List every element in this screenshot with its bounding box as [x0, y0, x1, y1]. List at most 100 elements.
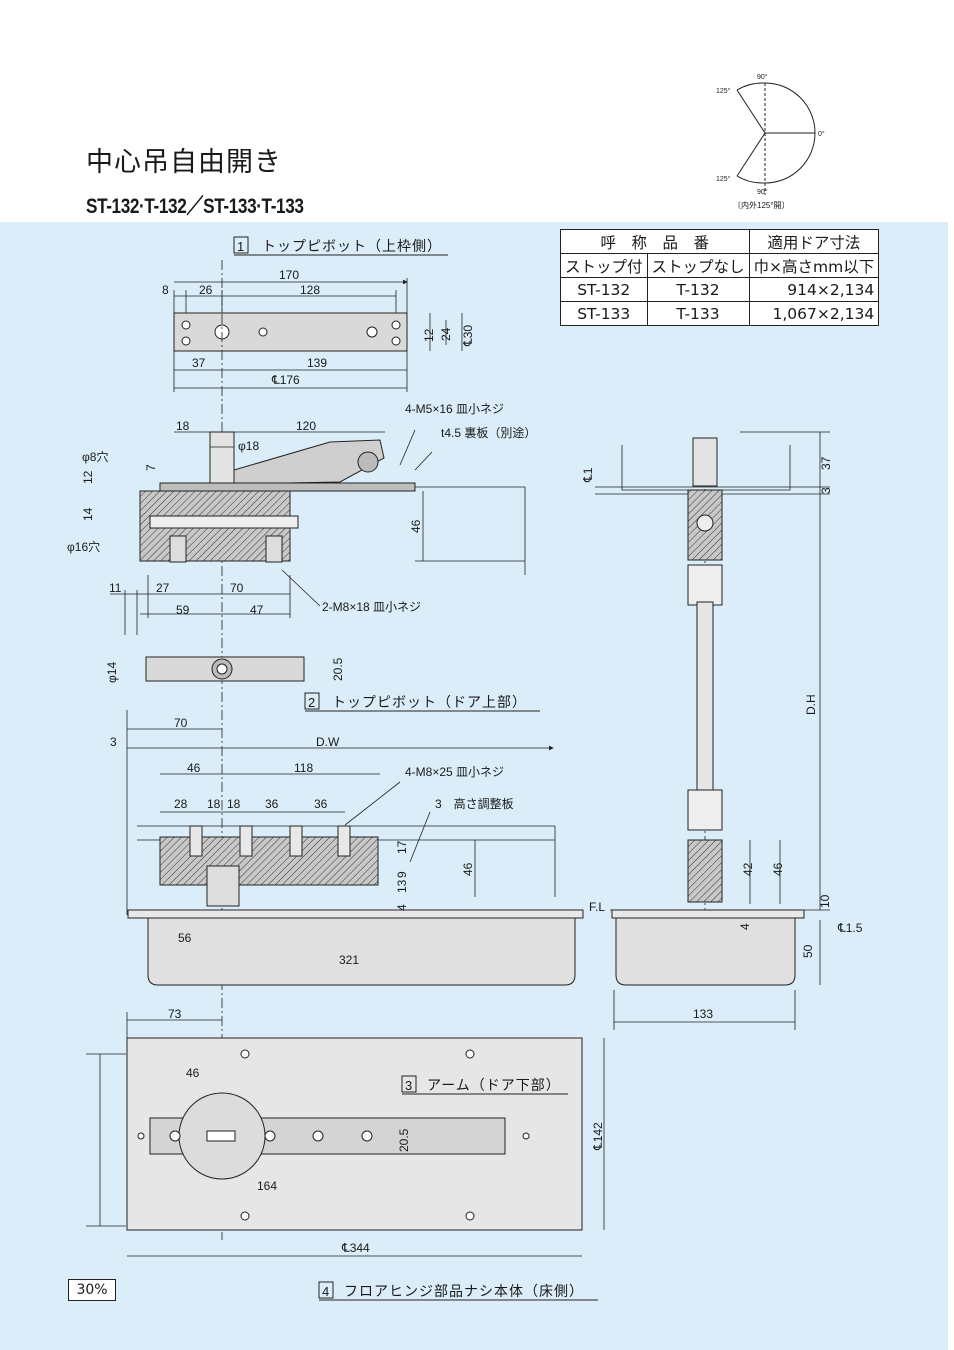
- dim-170: 170: [279, 268, 299, 282]
- dim-37b: 37: [819, 456, 833, 470]
- section-4-label: フロアヒンジ部品ナシ本体（床側）: [344, 1283, 584, 1299]
- dim-24: 24: [439, 327, 453, 341]
- col-without-stop: ストップなし: [646, 253, 750, 278]
- cell-size: 1,067×2,134: [748, 301, 880, 326]
- col-size-unit: 巾×高さmm以下: [748, 253, 880, 278]
- dim-118: 118: [294, 761, 313, 775]
- table-row: ST-133 T-133 1,067×2,134: [560, 301, 880, 326]
- cell-without-stop: T-132: [646, 277, 750, 302]
- dim-8: 8: [162, 283, 169, 297]
- spec-subheader-row: ストップ付 ストップなし 巾×高さmm以下: [560, 253, 880, 278]
- top-pivot-door-part: [145, 656, 305, 682]
- label-fl: F.L: [589, 900, 605, 914]
- dim-73: 73: [168, 1007, 182, 1021]
- header-door-size: 適用ドア寸法: [748, 229, 880, 254]
- dim-dh: D.H: [804, 694, 818, 715]
- dim-46a: 46: [409, 519, 423, 533]
- dim-18a: 18: [176, 419, 190, 433]
- top-pivot-plate-plan: [173, 312, 408, 352]
- dim-4a: 4: [395, 904, 409, 911]
- dim-17: 17: [395, 840, 409, 854]
- dim-37: 37: [192, 356, 206, 370]
- dim-r1: ℄1: [581, 467, 595, 483]
- dim-164: 164: [257, 1179, 277, 1193]
- dim-12b: 12: [81, 470, 95, 484]
- cell-with-stop: ST-133: [560, 301, 648, 326]
- angle-caption: 〔内外125°開〕: [733, 200, 790, 210]
- cell-with-stop: ST-132: [560, 277, 648, 302]
- screw-m8b: 4-M8×25 皿小ネジ: [405, 765, 504, 779]
- dim-phi8-hole: φ8穴: [82, 449, 108, 464]
- dim-344: ℄344: [341, 1241, 370, 1255]
- floor-hinge-plan: [126, 1037, 583, 1231]
- side-view: [611, 437, 805, 986]
- dim-3b: 3: [819, 487, 833, 494]
- angle-125-upper: 125°: [716, 87, 731, 95]
- dim-139: 139: [307, 356, 327, 370]
- dim-9: 9: [395, 871, 409, 878]
- dim-120: 120: [296, 419, 316, 433]
- cell-without-stop: T-133: [646, 301, 750, 326]
- dim-20-5a: 20.5: [331, 657, 345, 681]
- dim-142: ℄142: [591, 1122, 605, 1151]
- header-product-number: 呼 称 品 番: [560, 229, 750, 254]
- dim-11: 11: [109, 581, 122, 595]
- dim-59: 59: [176, 603, 190, 617]
- dim-dw: D.W: [316, 735, 340, 749]
- section-4-number: 4: [322, 1284, 329, 1299]
- section-3-label: アーム（ドア下部）: [427, 1077, 561, 1093]
- dim-3: 3: [110, 735, 117, 749]
- dim-36a: 36: [265, 797, 279, 811]
- dim-50: 50: [801, 944, 815, 958]
- dim-r1-5: ℄1.5: [837, 921, 863, 935]
- scale-badge: 30%: [68, 1279, 116, 1301]
- dim-321: 321: [339, 953, 359, 967]
- dim-46c: 46: [461, 862, 475, 876]
- angle-125-lower: 125°: [716, 175, 731, 183]
- dim-128: 128: [300, 283, 320, 297]
- dim-26: 26: [199, 283, 213, 297]
- dim-12a: 12: [422, 328, 436, 342]
- dim-phi14: φ14: [105, 662, 119, 683]
- dim-18c: 18: [227, 797, 241, 811]
- spec-header-row: 呼 称 品 番 適用ドア寸法: [560, 229, 880, 254]
- screw-m5: 4-M5×16 皿小ネジ: [405, 402, 504, 416]
- dim-14: 14: [81, 507, 95, 521]
- top-pivot-elevation: [139, 431, 416, 563]
- cell-size: 914×2,134: [748, 277, 880, 302]
- floor-hinge-elevation: [127, 825, 584, 986]
- dim-46b: 46: [187, 761, 201, 775]
- col-with-stop: ストップ付: [560, 253, 648, 278]
- dim-20-5b: 20.5: [397, 1128, 411, 1152]
- spec-table: 呼 称 品 番 適用ドア寸法 ストップ付 ストップなし 巾×高さmm以下 ST-…: [560, 229, 880, 326]
- dim-47: 47: [250, 603, 264, 617]
- section-1-number: 1: [237, 239, 244, 254]
- model-subtitle: ST-132·T-132／ST-133·T-133: [86, 195, 304, 218]
- screw-m8a: 2-M8×18 皿小ネジ: [322, 600, 421, 614]
- dim-46e: 46: [771, 862, 785, 876]
- section-3-number: 3: [405, 1078, 412, 1093]
- section-1-label: トップピボット（上枠側）: [262, 238, 442, 254]
- height-adjust-plate: 3 高さ調整板: [435, 796, 514, 811]
- dim-phi18: φ18: [238, 439, 259, 453]
- dim-30: ℄30: [461, 325, 475, 347]
- dim-18b: 18: [207, 797, 221, 811]
- page-title: 中心吊自由開き: [86, 147, 282, 178]
- section-2-label: トップピボット（ドア上部）: [332, 694, 527, 710]
- dim-4b: 4: [738, 923, 752, 930]
- angle-0: 0°: [818, 130, 825, 138]
- section-1-number-box: [233, 236, 249, 254]
- dim-176: ℄176: [271, 373, 300, 387]
- back-plate-note: t4.5 裏板（別途）: [441, 425, 536, 440]
- angle-90-top: 90°: [757, 73, 768, 81]
- dim-70a: 70: [230, 581, 244, 595]
- opening-angle-diagram: [736, 82, 816, 195]
- dim-10: 10: [818, 894, 832, 908]
- dim-7: 7: [144, 464, 158, 471]
- dim-46d: 46: [186, 1066, 200, 1080]
- table-row: ST-132 T-132 914×2,134: [560, 277, 880, 302]
- section-2-number: 2: [308, 695, 315, 710]
- dim-42: 42: [741, 862, 755, 876]
- angle-90-bottom: 90°: [757, 188, 768, 196]
